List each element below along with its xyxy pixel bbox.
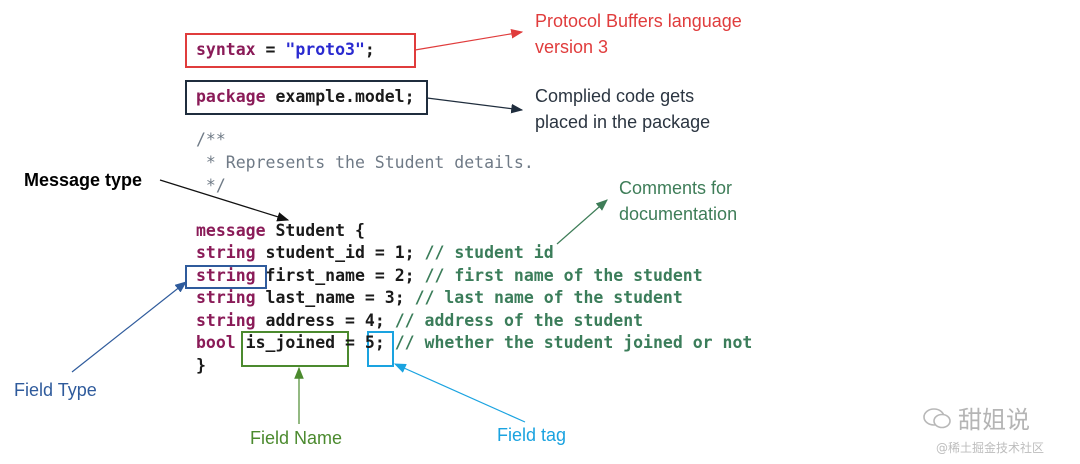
package-line-2: placed in the package <box>535 112 711 132</box>
field-type-arrow <box>71 281 187 373</box>
field-type-label: Field Type <box>14 380 97 400</box>
watermark: 甜姐说 @稀土掘金技术社区 <box>922 400 1044 456</box>
doc-comment-open: /** <box>196 130 226 149</box>
syntax-box <box>185 33 416 68</box>
comments-line-1: Comments for <box>619 178 733 198</box>
field-line: string address = 4; // address of the st… <box>196 311 644 330</box>
field-name-box <box>241 331 349 367</box>
protocol-annotation: Protocol Buffers language version 3 <box>535 8 742 60</box>
comments-arrow <box>556 199 608 245</box>
comments-line-2: documentation <box>619 204 738 224</box>
comments-annotation: Comments for documentation <box>619 175 737 227</box>
message-close-brace: } <box>196 356 206 375</box>
syntax-arrow <box>414 29 524 51</box>
field-tag-box <box>367 331 394 367</box>
package-annotation: Complied code gets placed in the package <box>535 83 710 135</box>
syntax-line: syntax = "proto3"; <box>196 40 375 59</box>
package-line-1: Complied code gets <box>535 86 695 106</box>
field-tag-label: Field tag <box>497 425 567 445</box>
field-line: string last_name = 3; // last name of th… <box>196 288 683 307</box>
field-line: string first_name = 2; // first name of … <box>196 266 703 285</box>
wechat-icon <box>923 407 951 428</box>
watermark-brand: 甜姐说 <box>958 406 1030 434</box>
message-type-arrow <box>159 179 290 222</box>
package-arrow <box>426 97 524 114</box>
field-line: string student_id = 1; // student id <box>196 243 554 262</box>
message-type-label: Message type <box>24 170 143 190</box>
field-line: bool is_joined = 5; // whether the stude… <box>196 333 753 352</box>
doc-comment-close: */ <box>196 176 226 195</box>
field-type-box <box>185 265 267 289</box>
protocol-line-1: Protocol Buffers language <box>535 11 742 31</box>
watermark-sub: @稀土掘金技术社区 <box>936 441 1045 455</box>
field-tag-arrow <box>393 363 526 423</box>
doc-comment-body: * Represents the Student details. <box>196 153 534 172</box>
package-line: package example.model; <box>196 87 415 106</box>
protocol-line-2: version 3 <box>535 37 609 57</box>
message-declaration: message Student { <box>196 221 365 240</box>
package-box <box>185 80 428 115</box>
field-name-label: Field Name <box>250 428 343 448</box>
